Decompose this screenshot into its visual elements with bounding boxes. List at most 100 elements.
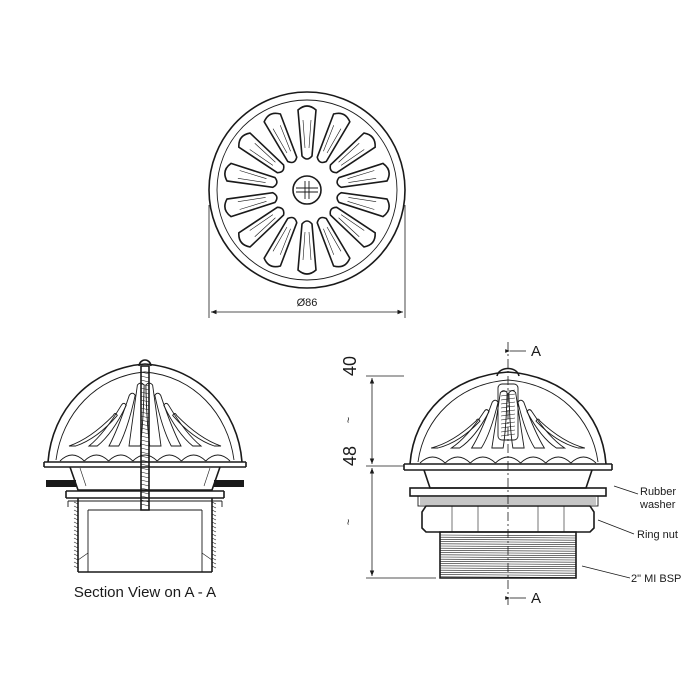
pipe-thread-line [439, 574, 577, 576]
collar-thread-marks [420, 497, 596, 505]
side-slot-screw [497, 383, 519, 441]
screw-coil-line [500, 401, 516, 405]
grate-slot [224, 191, 278, 218]
body-upper-flare [69, 466, 221, 491]
dome-rib [526, 409, 567, 449]
slot-outline [316, 216, 351, 268]
pipe-thread-line [439, 554, 577, 556]
dimension-lower-label: 48 [340, 446, 360, 466]
diameter-dimension: Ø86 [208, 205, 406, 318]
pipe-thread-line [439, 567, 577, 570]
thread-tick [211, 509, 217, 513]
thread-tick [73, 549, 79, 553]
grate-slot [263, 112, 298, 164]
pipe-thread-line [439, 541, 577, 543]
dimension-upper-label: 40 [340, 356, 360, 376]
bolt-thread-tick [140, 391, 150, 395]
screw-coil-line [500, 417, 516, 421]
bolt-thread-tick [140, 467, 150, 471]
leader-ring-nut [597, 519, 635, 535]
pipe-thread-line [439, 543, 577, 545]
thread-tick [211, 517, 217, 521]
thread-tick [73, 541, 79, 545]
pipe-thread-line [439, 565, 577, 567]
bolt-thread-tick [140, 483, 150, 487]
slot-edge [338, 214, 365, 237]
side-rim-scallops [419, 456, 597, 464]
rim-scallop [545, 456, 572, 464]
side-dome-inner [417, 379, 599, 463]
nut-band [67, 500, 223, 507]
grate-slot [224, 162, 278, 189]
thread-tick [73, 525, 79, 529]
screw-head [292, 175, 322, 205]
dome-rib [68, 413, 118, 447]
slot-edge [272, 226, 291, 255]
dome-rib [508, 390, 525, 449]
screw-coil-line [500, 425, 516, 429]
screw-coil-line [500, 393, 516, 397]
rim-scallop [520, 456, 547, 464]
thread-tick [73, 501, 79, 505]
pipe-thread-line [439, 558, 577, 561]
grate-inner-rim [216, 99, 398, 281]
screw-slot-vertical [304, 181, 310, 199]
pipe-thread-line [439, 569, 577, 572]
rim-scallop [181, 454, 207, 462]
bolt-thread-tick [140, 423, 150, 427]
pipe-chamfer [77, 552, 213, 561]
slot-outline [224, 191, 278, 218]
slot-edge [347, 197, 377, 210]
thread-tick [73, 565, 79, 569]
bolt-thread-tick [140, 491, 150, 495]
dome-rib [87, 402, 127, 447]
pipe-thread-line [439, 563, 577, 565]
pipe-inner-wall [87, 509, 203, 572]
slot-edge [323, 226, 342, 255]
screw-coil-line [500, 413, 516, 417]
dome-outer-profile [47, 363, 243, 463]
screw-coil-line [500, 397, 516, 401]
leader-thread [581, 565, 631, 579]
slot-outline [336, 162, 390, 189]
bolt-thread-tick [140, 459, 150, 463]
pipe-thread-line [439, 576, 577, 578]
slot-edge [249, 214, 276, 237]
side-dome-ribs [431, 390, 585, 449]
thread-tick [73, 521, 79, 525]
slot-edge [272, 125, 291, 154]
bolt-thread-tick [140, 447, 150, 451]
thread-tick [211, 553, 217, 557]
rim-scallop [83, 454, 109, 462]
thread-tick [211, 505, 217, 509]
thread-tick [211, 549, 217, 553]
bolt-thread-tick [140, 439, 150, 443]
pipe-thread-line [439, 552, 577, 554]
grate-flange [43, 461, 247, 468]
dome-rib [163, 402, 203, 447]
bolt-thread-marks [140, 371, 150, 507]
thread-tick [73, 561, 79, 565]
thread-tick [73, 537, 79, 541]
section-mark-top: A [531, 343, 541, 360]
slot-edge [302, 119, 312, 149]
dome-rib [154, 392, 182, 447]
section-view: Section View on A - A [43, 359, 247, 601]
callout-thread: 2" MI BSP [631, 573, 681, 585]
dome-rib [145, 382, 162, 447]
pipe-thread-line [439, 550, 577, 552]
bolt-thread-tick [140, 371, 150, 375]
bolt-thread-tick [140, 399, 150, 403]
slot-edge [323, 125, 342, 154]
threaded-pipe [439, 531, 577, 579]
grate-outer-rim [208, 91, 406, 289]
rim-scallop [156, 454, 182, 462]
slot-outline [329, 206, 376, 248]
bolt-thread-tick [140, 455, 150, 459]
slot-edge [237, 197, 267, 210]
screw-coil-line [500, 421, 516, 425]
thread-tick [211, 533, 217, 537]
center-screw [292, 175, 322, 205]
grate-slot [316, 216, 351, 268]
slot-outline [316, 112, 351, 164]
